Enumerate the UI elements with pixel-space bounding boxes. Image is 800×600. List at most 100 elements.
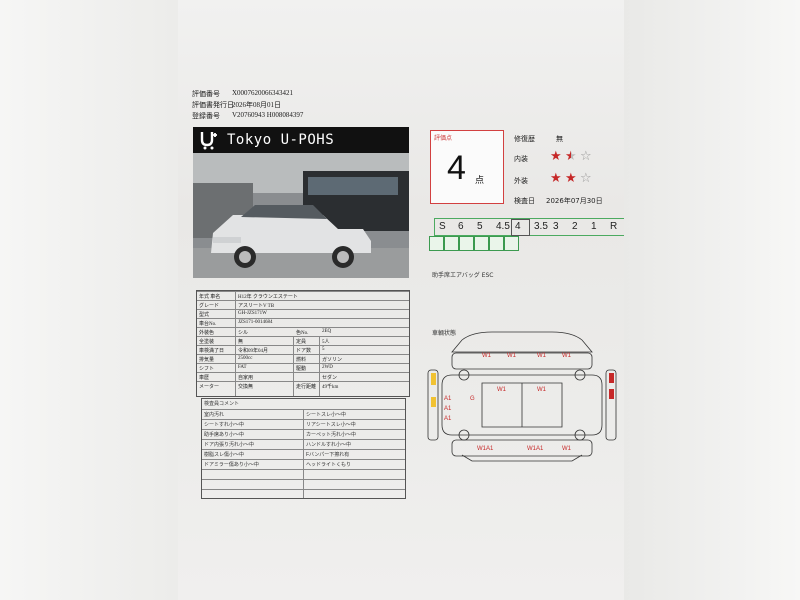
spec-label: シフト [199,367,215,372]
spec-row: グレード アスリートV TB [197,300,409,310]
spec-label: 色No. [296,331,309,336]
interior-stars: ★★☆ [550,150,610,164]
spec-label: ドア数 [296,349,312,354]
spec-row: 年式 車名 H12年 クラウンエステート [197,291,409,301]
inspection-label: 検査日 [514,197,535,205]
header-label-registration-no: 登録番号 [192,112,220,120]
grade-option: 2 [572,221,578,232]
spec-value: FAT [238,365,247,370]
history-value: 無 [556,135,563,143]
damage-mark: W1 [507,353,517,359]
spec-label: 年式 車名 [199,295,221,300]
spec-row: メーター 交換無 走行距離 49千km [197,381,409,391]
grade-option: 5 [477,221,483,232]
note-right: シートスレ小〜中 [306,412,347,418]
note-left: 助手席あり小〜中 [204,432,245,438]
damage-mark: G [470,396,475,402]
header-label-issue-date: 評価書発行日 [192,101,234,109]
spec-value: セダン [322,376,338,381]
grade-option: R [610,221,618,232]
spec-value: 49千km [322,385,339,390]
spec-value: ガソリン [322,358,343,363]
spec-label: メーター [199,385,220,390]
spec-row: 排気量 2500cc 燃料 ガソリン [197,354,409,364]
grade-option: 4 [515,221,521,232]
note-left: 室内汚れ [204,412,225,418]
damage-mark: A1 [444,396,452,402]
brand-banner: Tokyo U-POHS [193,127,409,153]
damage-mark: W1 [537,353,547,359]
note-right: Fバンパー下擦れ有 [306,452,350,458]
spec-label: 燃料 [296,358,307,363]
damage-mark: A1 [444,406,452,412]
damage-mark: W1 [497,387,507,393]
overall-score-box: 評価点 4 点 [430,130,504,204]
spec-row: 型式 GH-JZS171W [197,309,409,319]
note-left: ドア内張り汚れ小〜中 [204,442,255,448]
score-label: 評価点 [434,135,453,142]
rating-star-icon: ☆ [580,171,592,186]
spec-value: 5 [322,347,325,352]
notes-row: 樹脂スレ傷小〜中 Fバンパー下擦れ有 [202,449,405,460]
spec-label: 全塗装 [199,340,215,345]
grade-option: 3.5 [534,221,548,232]
spec-label: 車検満了日 [199,349,225,354]
damage-mark: A1 [444,416,452,422]
spec-label: 定員 [296,340,307,345]
header-value-registration-no: V20760943 H008084397 [232,111,304,119]
grade-option: 3 [553,221,559,232]
equipment-icon [459,236,474,251]
spec-value: アスリートV TB [238,304,275,309]
spec-label: 外装色 [199,331,215,336]
rating-star-icon: ★ [565,149,577,164]
inspector-notes: 検査員コメント 室内汚れ シートスレ小〜中 シートすれ小〜中 リアシートスレ小〜… [201,398,406,499]
spec-value: H12年 クラウンエステート [238,295,298,300]
spec-label: 走行距離 [296,385,317,390]
equipment-icon [504,236,519,251]
header-value-evaluation-no: X0007620066343421 [232,89,294,97]
equipment-icon [489,236,504,251]
note-right: ヘッドライトくもり [306,462,352,468]
rating-star-icon: ★ [550,149,562,164]
rating-star-icon: ☆ [580,149,592,164]
rating-star-icon: ★ [565,171,577,186]
exterior-label: 外装 [514,177,528,185]
spec-row: 全塗装 無 定員 5人 [197,336,409,346]
spec-label: 車歴 [199,376,210,381]
spec-value: 2500cc [238,356,253,361]
grade-option: 1 [591,221,597,232]
monitor-bezel-left [0,0,178,600]
spec-row: 車検満了日 令和09年04月 ドア数 5 [197,345,409,355]
notes-row: シートすれ小〜中 リアシートスレ小〜中 [202,419,405,430]
brand-name: Tokyo U-POHS [227,132,335,148]
spec-row: シフト FAT 駆動 2WD [197,363,409,373]
history-label: 修復歴 [514,135,535,143]
grade-option: 6 [458,221,464,232]
equipment-icon [444,236,459,251]
equipment-icon [429,236,444,251]
score-unit: 点 [475,176,485,186]
exterior-stars: ★★☆ [550,172,610,186]
spec-value: 無 [238,340,244,345]
damage-mark: W1 [562,446,572,452]
spec-label: 型式 [199,313,210,318]
spec-label: グレード [199,304,220,309]
spec-value: 2WD [322,365,333,370]
notes-title: 検査員コメント [204,401,240,407]
interior-label: 内装 [514,155,528,163]
equipment-icon [474,236,489,251]
rating-star-icon: ★ [550,171,562,186]
notes-row: 室内汚れ シートスレ小〜中 [202,409,405,420]
damage-mark: W1A1 [527,446,544,452]
spec-table: 年式 車名 H12年 クラウンエステート グレード アスリートV TB 型式 G… [196,290,410,397]
damage-mark: W1A1 [477,446,494,452]
spec-label: 車台No. [199,322,217,327]
damage-diagram: W1 W1 W1 W1 W1 A1 A1 A1 G W1 W1A1 W1A1 W… [427,331,617,462]
damage-mark: W1 [482,353,492,359]
spec-label: 駆動 [296,367,307,372]
spec-row: 車台No. JZS171-0014684 [197,318,409,328]
header-label-evaluation-no: 評価番号 [192,90,220,98]
auction-sheet: 評価番号 X0007620066343421 評価書発行日 2026年08月01… [178,0,624,600]
note-left: ドアミラー傷あり小〜中 [204,462,259,468]
spec-value: 5人 [322,340,330,345]
